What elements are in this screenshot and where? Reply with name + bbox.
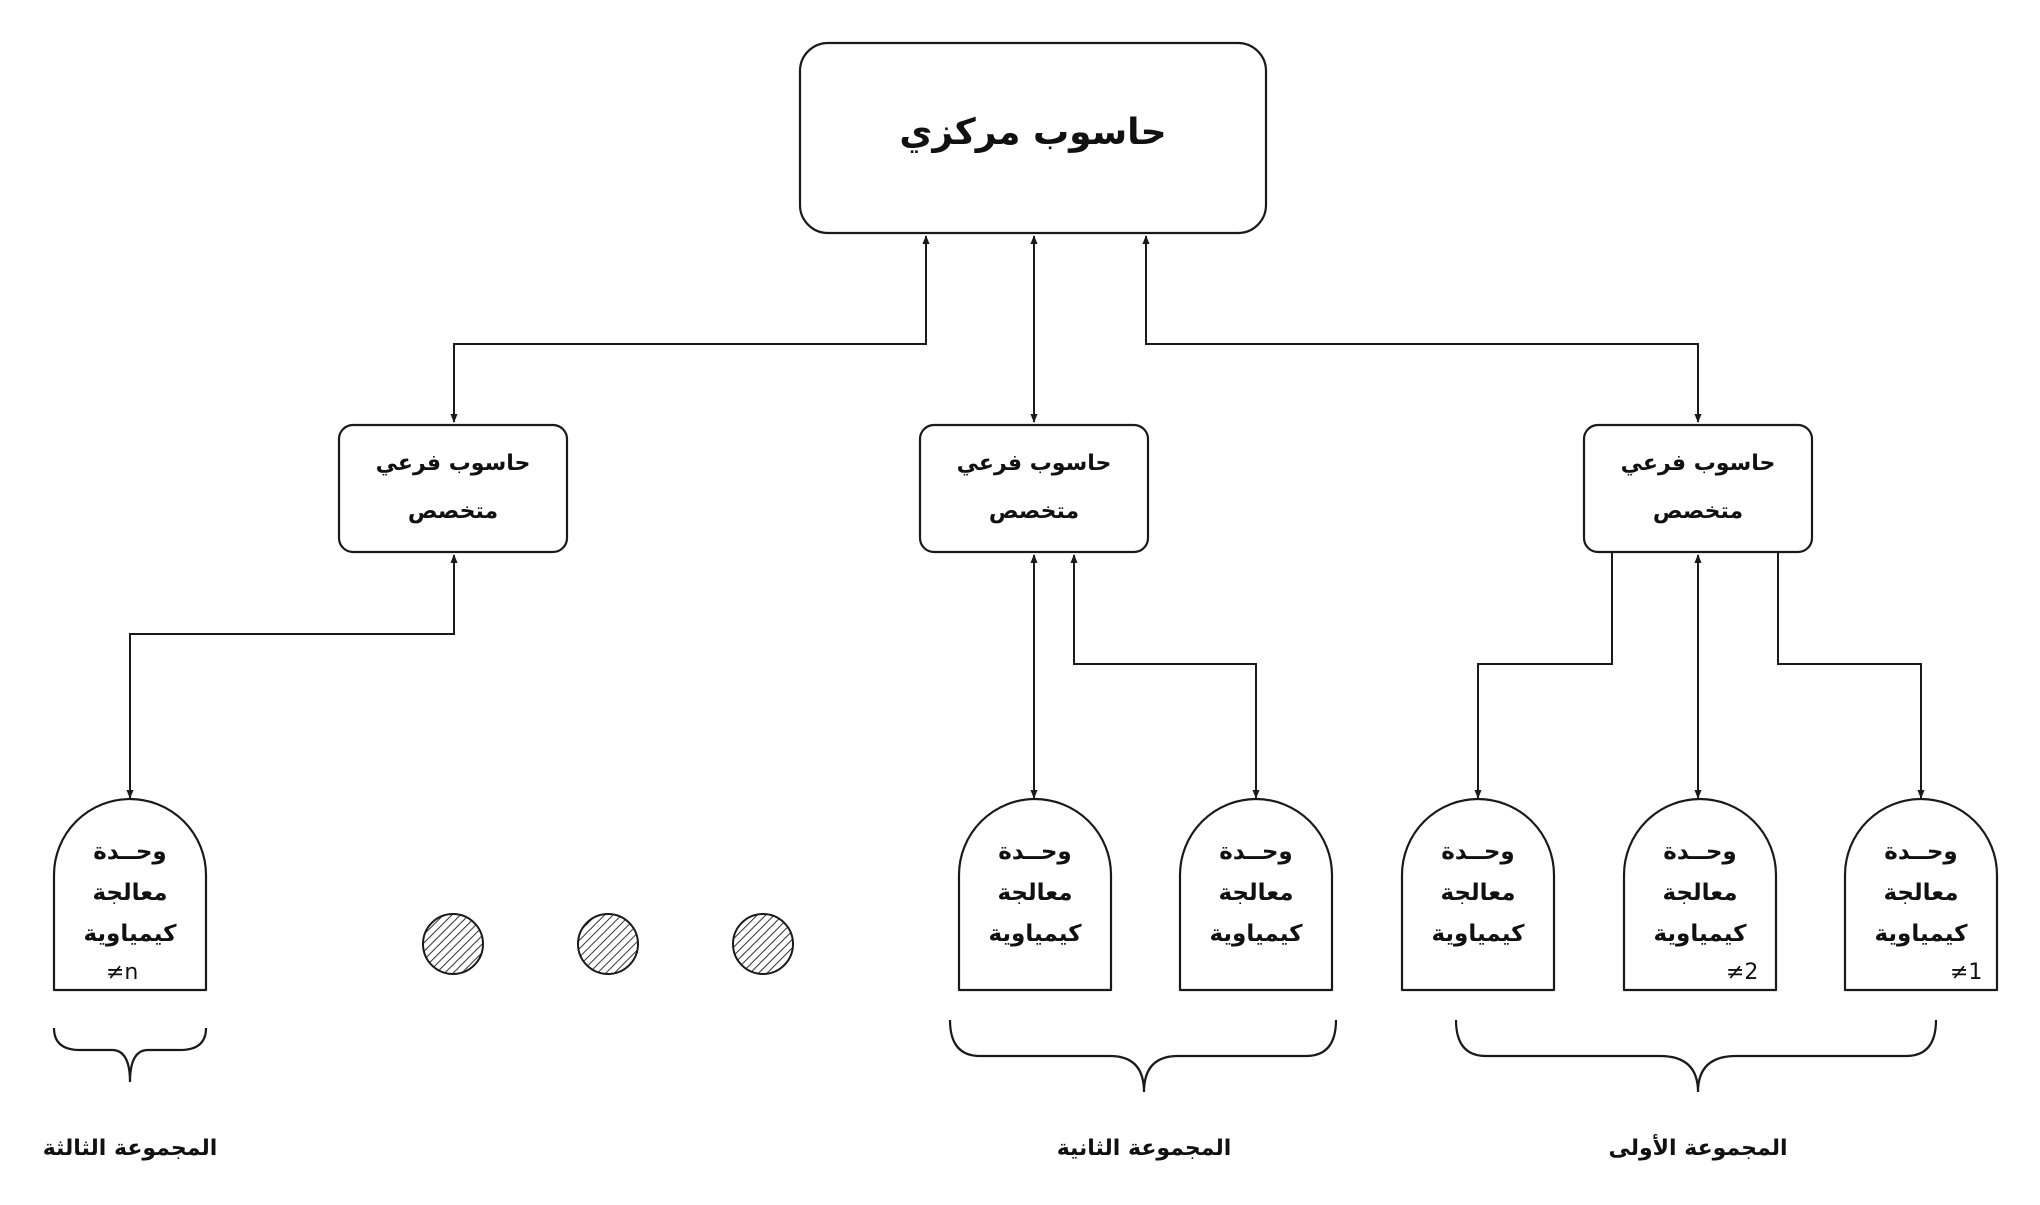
brace-group-second: [948, 1019, 1338, 1093]
processing-unit-2: [1622, 797, 1778, 992]
unit-1-number: ≠1: [1950, 960, 1983, 985]
arrow-sub1-unit-1: [1777, 552, 1925, 799]
unit-g2-right-line2: معالجة: [1218, 880, 1294, 906]
ellipsis-dot-3: [732, 913, 794, 975]
sub-computer-box-2: [918, 423, 1150, 554]
unit-g2-left-line3: كيمياوية: [988, 921, 1082, 947]
sub-computer-3-line1: حاسوب فرعي: [375, 451, 531, 476]
unit-2-line1: وحــدة: [1663, 839, 1737, 865]
sub-computer-1-line1: حاسوب فرعي: [1620, 451, 1776, 476]
processing-unit-group1-left: [1400, 797, 1556, 992]
unit-g1-left-line3: كيمياوية: [1431, 921, 1525, 947]
central-computer-box: [798, 41, 1268, 235]
unit-1-line1: وحــدة: [1884, 839, 1958, 865]
unit-g2-right-line1: وحــدة: [1219, 839, 1293, 865]
sub-computer-1-line2: متخصص: [1652, 499, 1744, 524]
unit-n-line2: معالجة: [92, 880, 168, 906]
processing-unit-group2-left: [957, 797, 1113, 992]
brace-group-third: [52, 1027, 208, 1083]
sub-computer-box-1: [1582, 423, 1814, 554]
unit-2-line3: كيمياوية: [1653, 921, 1747, 947]
unit-g1-left-line1: وحــدة: [1441, 839, 1515, 865]
sub-computer-box-3: [337, 423, 569, 554]
arrow-central-sub3: [450, 235, 930, 423]
sub-computer-2-line2: متخصص: [988, 499, 1080, 524]
sub-computer-2-line1: حاسوب فرعي: [956, 451, 1112, 476]
ellipsis-dot-2: [577, 913, 639, 975]
processing-unit-1: [1843, 797, 1999, 992]
unit-1-line3: كيمياوية: [1874, 921, 1968, 947]
unit-n-line1: وحــدة: [93, 839, 167, 865]
arrow-sub2-unit-right: [1070, 554, 1260, 799]
arrow-sub3-unit-n: [126, 554, 458, 799]
unit-g2-left-line1: وحــدة: [998, 839, 1072, 865]
central-computer-label: حاسوب مركزي: [899, 112, 1167, 153]
unit-g1-left-line2: معالجة: [1440, 880, 1516, 906]
processing-unit-n: [52, 797, 208, 992]
brace-group-first: [1454, 1019, 1938, 1093]
unit-g2-right-line3: كيمياوية: [1209, 921, 1303, 947]
arrow-central-sub1: [1142, 235, 1702, 423]
unit-n-number: ≠n: [106, 960, 139, 985]
sub-computer-3-line2: متخصص: [407, 499, 499, 524]
group-second-label: المجموعة الثانية: [1056, 1136, 1232, 1161]
group-first-label: المجموعة الأولى: [1608, 1136, 1788, 1161]
arrow-sub1-unit-left: [1474, 552, 1613, 799]
unit-2-number: ≠2: [1726, 960, 1759, 985]
processing-unit-group2-right: [1178, 797, 1334, 992]
group-third-label: المجموعة الثالثة: [42, 1136, 218, 1161]
unit-1-line2: معالجة: [1883, 880, 1959, 906]
unit-n-line3: كيمياوية: [83, 921, 177, 947]
ellipsis-dot-1: [422, 913, 484, 975]
unit-2-line2: معالجة: [1662, 880, 1738, 906]
unit-g2-left-line2: معالجة: [997, 880, 1073, 906]
